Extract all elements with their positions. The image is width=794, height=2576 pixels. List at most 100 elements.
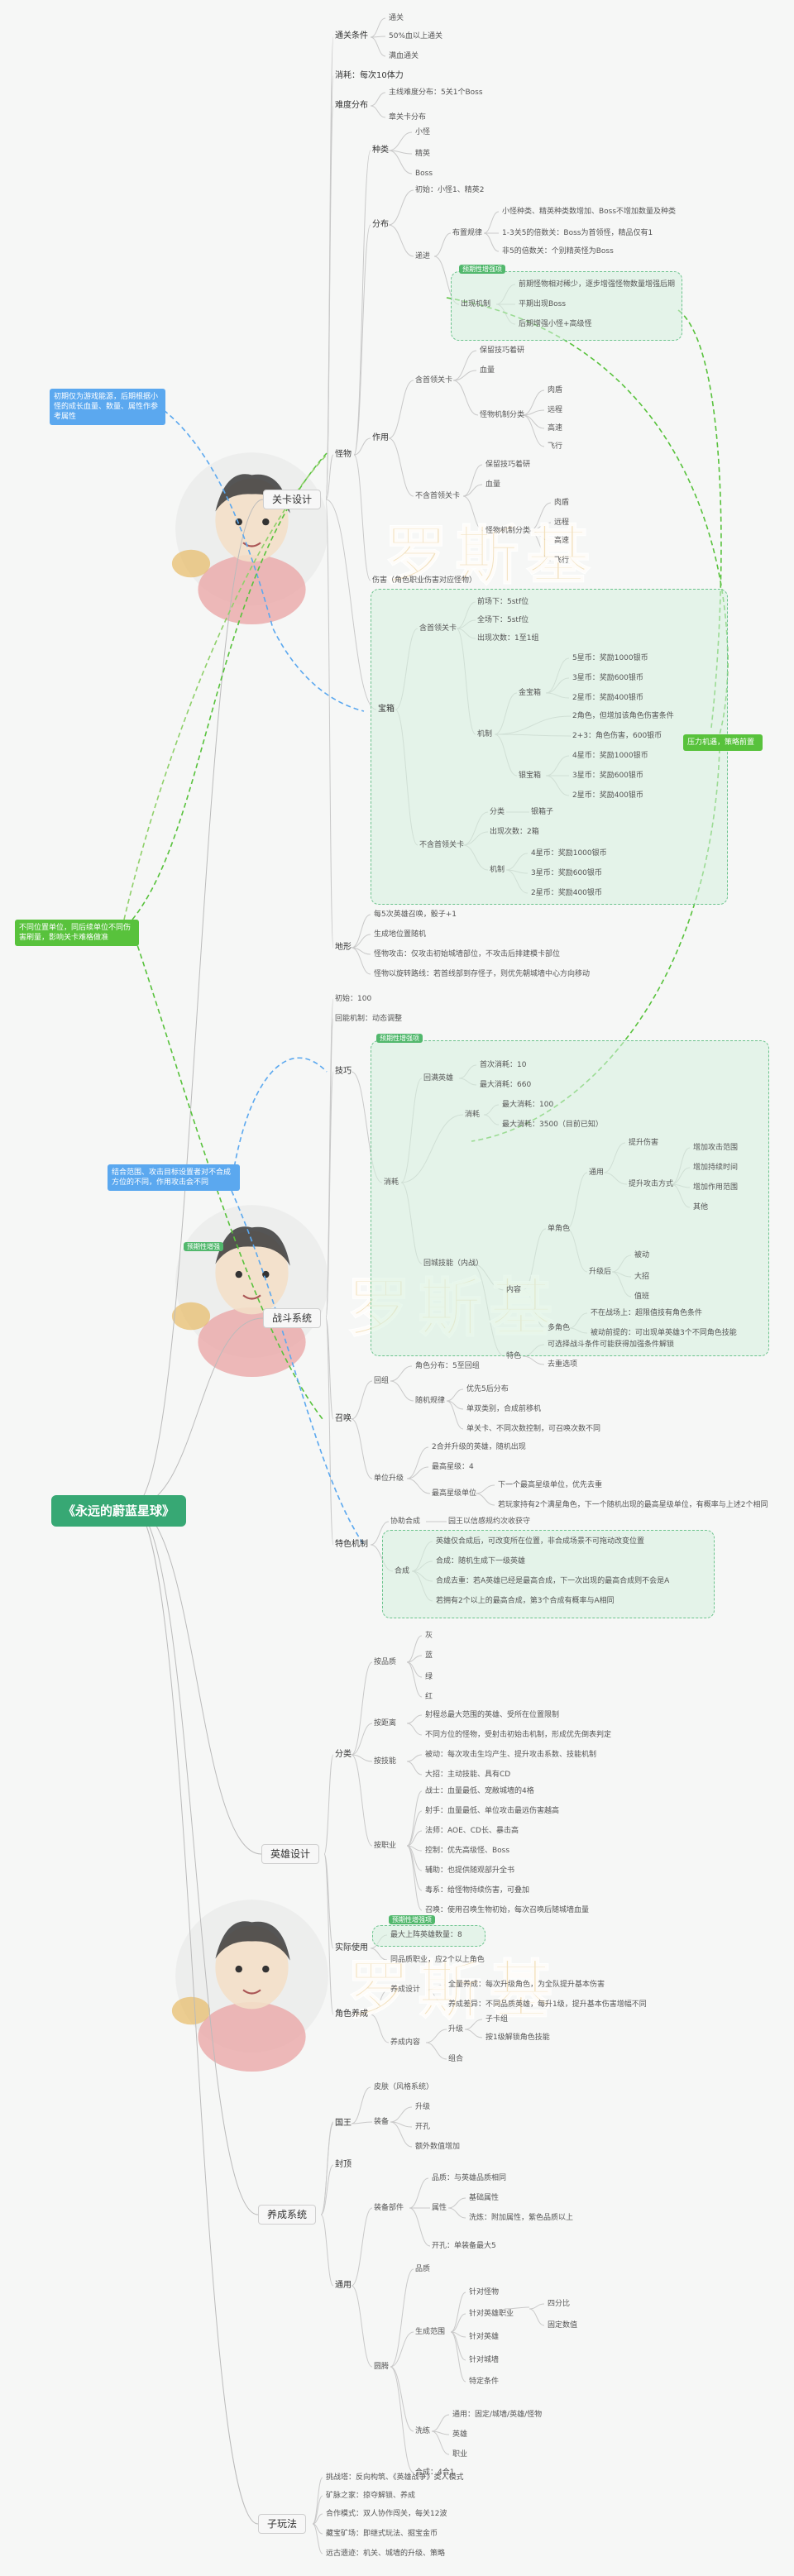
link-line [320, 2164, 334, 2215]
link-line [406, 1661, 423, 1698]
leaf-node: 增加攻击范围 [693, 1144, 739, 1152]
link-line [351, 2121, 373, 2124]
relation-line [123, 454, 328, 920]
map-node: 布置规律 [452, 229, 483, 237]
link-line [351, 1380, 373, 1420]
link-line [446, 1400, 464, 1410]
leaf-node: 生成地位置随机 [374, 930, 427, 939]
link-line [450, 2313, 466, 2333]
branch-battle[interactable]: 战斗系统 [263, 1308, 322, 1328]
link-line [353, 454, 371, 581]
link-line [370, 36, 386, 57]
leaf-node: 远程 [554, 519, 570, 527]
leaf-node: 去重选项 [548, 1360, 578, 1369]
link-line [406, 1446, 429, 1479]
map-node: 合成 [395, 1567, 410, 1575]
stamina-cost: 消耗：每次10体力 [335, 71, 404, 80]
map-node: 按技能 [374, 1757, 397, 1766]
link-line [475, 1493, 495, 1506]
link-line [464, 2019, 483, 2030]
link-line [406, 1661, 423, 1678]
leaf-node: 开孔 [415, 2123, 431, 2131]
link-line [406, 1723, 423, 1736]
link-line [370, 1948, 388, 1961]
link-line [351, 2086, 371, 2124]
leaf-node: 保留技巧着研 [485, 461, 531, 469]
branch-level-design[interactable]: 关卡设计 [263, 490, 322, 509]
leaf-node: 红 [425, 1693, 433, 1701]
callout-note: 初期仅为游戏能源，后期根据小怪的成长血量、数量、属性作参考属性 [50, 389, 165, 425]
leaf-node: 后期增强小怪+高级怪 [519, 320, 592, 328]
link-line [406, 1714, 423, 1724]
link-line [475, 1484, 495, 1494]
map-node: 封顶 [335, 2160, 352, 2169]
leaf-node: 最大消耗：660 [480, 1081, 532, 1089]
map-node: 回能机制：动态调整 [335, 1015, 403, 1023]
map-node: 生成范围 [415, 2328, 446, 2336]
link-line [406, 1478, 431, 1494]
link-line [450, 2292, 466, 2333]
general-node: 通用 [335, 2281, 352, 2290]
link-line [406, 1830, 423, 1847]
leaf-node: 怪物攻击：仅攻击初始城墙部位，不攻击后排建模卡部位 [374, 950, 561, 958]
category-node: 分类 [335, 1750, 352, 1759]
leaf-node: 增加持续时间 [693, 1164, 739, 1172]
branch-hero[interactable]: 英雄设计 [261, 1844, 320, 1864]
link-line [353, 224, 371, 456]
leaf-node: 章关卡分布 [389, 113, 427, 122]
leaf-node: 通用：固定/城墙/英雄/怪物 [452, 2411, 543, 2419]
link-line [406, 1845, 423, 1911]
link-line [390, 2366, 414, 2432]
map-node: 递进 [415, 252, 431, 260]
spawn-group-box [451, 271, 682, 341]
leaf-node: 首次消耗：10 [480, 1061, 527, 1069]
link-line [312, 2523, 323, 2535]
branch-mini[interactable]: 子玩法 [258, 2514, 307, 2534]
map-node: 分类 [490, 808, 505, 816]
leaf-node: 全量养成：每次升级角色，为全队提升基本伤害 [448, 1981, 605, 1989]
link-line [529, 522, 552, 532]
leaf-node: 子卡组 [485, 2015, 509, 2024]
leaf-node: 不同方位的怪物，受射击初始击机制，形成优先倒表判定 [425, 1731, 612, 1739]
relation-line [231, 1190, 365, 1546]
grow-node: 角色养成 [335, 2010, 368, 2019]
leaf-node: 被动 [634, 1251, 650, 1259]
link-line [325, 499, 334, 949]
skill-node: 技巧 [335, 1067, 352, 1076]
map-node: 回满英雄 [423, 1074, 454, 1082]
map-node: 内容 [506, 1286, 522, 1294]
map-node: 分布 [372, 220, 389, 229]
link-line [351, 914, 371, 949]
link-line [351, 947, 371, 975]
link-line [325, 1071, 334, 1319]
map-node: 含首领关卡 [415, 376, 453, 385]
leaf-node: 洗炼：附加属性，紫色品质以上 [469, 2214, 574, 2222]
leaf-node: 远程 [548, 406, 563, 414]
link-line [351, 1754, 373, 1762]
link-line [323, 1754, 334, 1855]
map-node: 升级后 [589, 1268, 612, 1276]
link-line [390, 1365, 413, 1382]
link-line [425, 1984, 446, 1991]
leaf-node: 4星币：奖励1000银币 [572, 752, 648, 760]
leaf-node: 职业 [452, 2450, 468, 2459]
leaf-node: 小怪种类、精英种类数增加、Boss不增加数量及种类 [502, 208, 677, 216]
leaf-node: 藏宝矿场：即继式玩法、掘宝金币 [326, 2530, 438, 2538]
link-line [388, 131, 413, 151]
group-tag: 预期性增强项 [459, 265, 505, 274]
leaf-node: 血量 [485, 480, 501, 489]
map-node: 地形 [335, 943, 352, 952]
leaf-node: 额外数值增加 [415, 2143, 461, 2151]
link-line [446, 1400, 464, 1430]
leaf-node: 灰 [425, 1632, 433, 1640]
leaf-node: 射手：血量最低、单位攻击最远伤害越高 [425, 1807, 560, 1815]
map-node: 怪物机制分类 [480, 411, 525, 419]
map-node: 按职业 [374, 1842, 397, 1850]
branch-growth[interactable]: 养成系统 [258, 2205, 317, 2225]
link-line [312, 2513, 323, 2525]
map-node: 怪物机制分类 [485, 527, 531, 535]
map-node: 装备部件 [374, 2204, 404, 2212]
leaf-node: 飞行 [554, 557, 570, 565]
link-line [325, 1317, 334, 1420]
